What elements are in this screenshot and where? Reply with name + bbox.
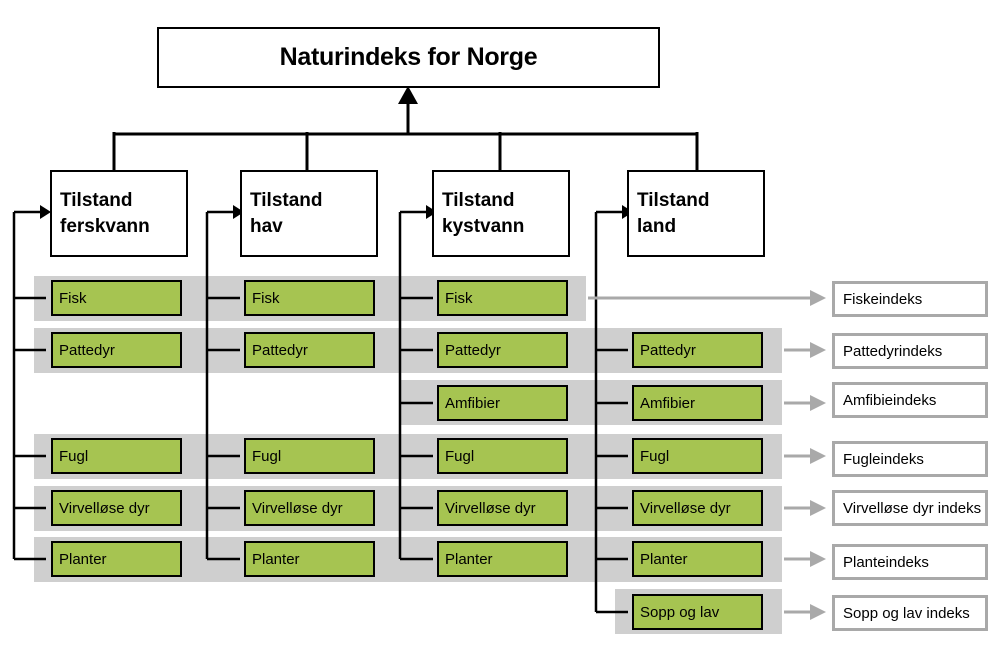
leaf-kystvann-pattedyr: Pattedyr (437, 332, 568, 368)
leaf-ferskvann-virvellose: Virvelløse dyr (51, 490, 182, 526)
leaf-label: Pattedyr (640, 341, 696, 359)
leaf-label: Virvelløse dyr (59, 499, 150, 517)
leaf-label: Virvelløse dyr (445, 499, 536, 517)
leaf-hav-pattedyr: Pattedyr (244, 332, 375, 368)
leaf-label: Amfibier (445, 394, 501, 412)
leaf-label: Virvelløse dyr (640, 499, 731, 517)
state-box-ferskvann: Tilstand ferskvann (50, 170, 188, 257)
leaf-land-amfibier: Amfibier (632, 385, 763, 421)
state-line2: hav (250, 216, 283, 237)
leaf-label: Planter (640, 550, 688, 568)
leaf-land-sopp-og-lav: Sopp og lav (632, 594, 763, 630)
state-line2: land (637, 216, 677, 237)
state-line1: Tilstand (442, 190, 515, 211)
leaf-kystvann-amfibier: Amfibier (437, 385, 568, 421)
state-box-kystvann: Tilstand kystvann (432, 170, 570, 257)
state-line1: Tilstand (637, 190, 710, 211)
leaf-ferskvann-fugl: Fugl (51, 438, 182, 474)
leaf-label: Fisk (445, 289, 473, 307)
index-label: Fiskeindeks (843, 290, 923, 308)
state-line1: Tilstand (60, 190, 133, 211)
leaf-kystvann-virvellose: Virvelløse dyr (437, 490, 568, 526)
index-label: Fugleindeks (843, 450, 924, 468)
leaf-ferskvann-fisk: Fisk (51, 280, 182, 316)
leaf-land-planter: Planter (632, 541, 763, 577)
index-sopp-og-lav-indeks: Sopp og lav indeks (832, 595, 988, 631)
index-amfibieindeks: Amfibieindeks (832, 382, 988, 418)
leaf-hav-virvellose: Virvelløse dyr (244, 490, 375, 526)
leaf-ferskvann-planter: Planter (51, 541, 182, 577)
leaf-label: Pattedyr (252, 341, 308, 359)
leaf-label: Fugl (59, 447, 89, 465)
main-title-box: Naturindeks for Norge (157, 27, 660, 88)
leaf-label: Pattedyr (59, 341, 115, 359)
leaf-label: Fisk (252, 289, 280, 307)
leaf-land-fugl: Fugl (632, 438, 763, 474)
main-title: Naturindeks for Norge (279, 43, 538, 71)
leaf-ferskvann-pattedyr: Pattedyr (51, 332, 182, 368)
leaf-label: Planter (59, 550, 107, 568)
leaf-label: Fisk (59, 289, 87, 307)
index-pattedyrindeks: Pattedyrindeks (832, 333, 988, 369)
leaf-kystvann-fugl: Fugl (437, 438, 568, 474)
leaf-label: Planter (445, 550, 493, 568)
leaf-label: Virvelløse dyr (252, 499, 343, 517)
state-box-land: Tilstand land (627, 170, 765, 257)
leaf-label: Amfibier (640, 394, 696, 412)
state-line2: kystvann (442, 216, 525, 237)
state-line2: ferskvann (60, 216, 150, 237)
index-label: Amfibieindeks (843, 391, 937, 409)
leaf-label: Fugl (640, 447, 670, 465)
leaf-label: Sopp og lav (640, 603, 720, 621)
leaf-hav-fugl: Fugl (244, 438, 375, 474)
index-label: Sopp og lav indeks (843, 604, 970, 622)
index-fiskeindeks: Fiskeindeks (832, 281, 988, 317)
index-label: Pattedyrindeks (843, 342, 943, 360)
state-box-hav: Tilstand hav (240, 170, 378, 257)
leaf-hav-planter: Planter (244, 541, 375, 577)
leaf-hav-fisk: Fisk (244, 280, 375, 316)
index-fugleindeks: Fugleindeks (832, 441, 988, 477)
index-label: Virvelløse dyr indeks (843, 499, 982, 517)
leaf-label: Fugl (445, 447, 475, 465)
leaf-kystvann-fisk: Fisk (437, 280, 568, 316)
index-virvellose-dyr-indeks: Virvelløse dyr indeks (832, 490, 988, 526)
leaf-label: Pattedyr (445, 341, 501, 359)
index-label: Planteindeks (843, 553, 929, 571)
state-line1: Tilstand (250, 190, 323, 211)
leaf-land-pattedyr: Pattedyr (632, 332, 763, 368)
index-planteindeks: Planteindeks (832, 544, 988, 580)
leaf-label: Fugl (252, 447, 282, 465)
leaf-kystvann-planter: Planter (437, 541, 568, 577)
leaf-label: Planter (252, 550, 300, 568)
leaf-land-virvellose: Virvelløse dyr (632, 490, 763, 526)
